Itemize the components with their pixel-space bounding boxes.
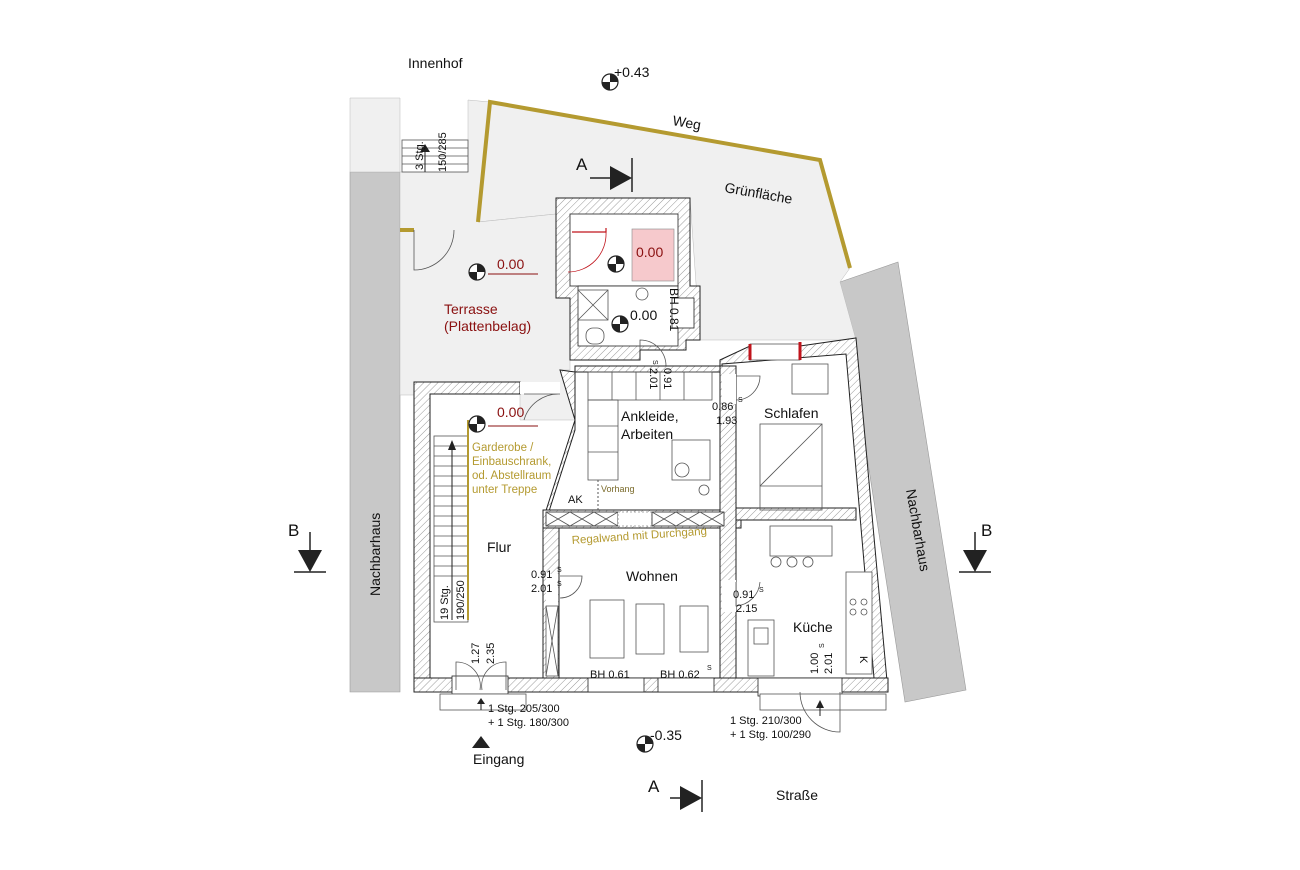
note-regalwand: Regalwand mit Durchgang (571, 526, 707, 547)
level-flur: 0.00 (497, 404, 524, 420)
room-ankleide-1: Ankleide, (621, 408, 679, 424)
top-stairs-ratio: 150/285 (437, 132, 449, 172)
dim-entry-door-h: 2.35 (485, 643, 497, 664)
dim-door-kueche-w: 0.91 (733, 589, 754, 601)
sup-s-kitchen-door: S (819, 643, 826, 648)
level-terrace: 0.00 (497, 256, 524, 272)
section-mark-a-top (590, 158, 633, 192)
eingang-arrow (472, 736, 490, 748)
dim-bath-window: BH 0.81 (667, 288, 681, 332)
level-bath-lower: 0.00 (630, 307, 657, 323)
level-top: +0.43 (614, 64, 650, 80)
dim-kitchen-door-w: 1.00 (809, 653, 821, 674)
dim-steps-kitchen-2: + 1 Stg. 100/290 (730, 729, 811, 741)
note-garderobe-1: Garderobe / (472, 442, 534, 454)
kitchen-exit (759, 691, 887, 733)
section-b-right-label: B (981, 521, 992, 540)
neighbour-house-right (839, 261, 967, 703)
sup-s-wohnen-h: S (557, 581, 562, 588)
level-marker-bath-lower (611, 315, 629, 333)
section-b-left-label: B (288, 521, 299, 540)
level-bath-upper: 0.00 (636, 244, 663, 260)
level-marker-flur (468, 415, 486, 433)
sup-s-window-2: S (707, 665, 712, 672)
room-schlafen: Schlafen (764, 405, 818, 421)
property-boundary (476, 99, 852, 269)
note-garderobe-3: od. Abstellraum (472, 470, 551, 482)
neighbour-house-left (349, 171, 401, 693)
door-kueche (735, 581, 761, 607)
level-marker-bath-upper (607, 255, 625, 273)
section-mark-b-right (959, 532, 991, 573)
flur-stairs-ratio: 190/250 (455, 580, 467, 620)
wardrobe-cabinets (587, 371, 713, 512)
bed (759, 363, 829, 511)
dim-entry-door-w: 1.27 (470, 643, 482, 664)
label-terrasse-1: Terrasse (444, 301, 498, 317)
level-marker-terrace (468, 263, 486, 281)
door-wohnen (559, 575, 583, 599)
sup-s-bath: S (651, 360, 658, 365)
room-wohnen: Wohnen (626, 568, 678, 584)
sup-s-kueche: S (759, 587, 764, 594)
dim-door-bath-w: 0.91 (661, 368, 673, 389)
section-mark-b-left (294, 532, 326, 573)
label-eingang: Eingang (473, 751, 524, 767)
dim-door-wohnen-w: 0.91 (531, 569, 552, 581)
dim-door-bath-h: 2.01 (647, 368, 659, 389)
section-mark-a-bottom (670, 780, 703, 812)
dim-kitchen-door-h: 2.01 (823, 653, 835, 674)
dim-door-schlafen-w: 0.86 (712, 401, 733, 413)
room-ak: AK (568, 494, 583, 506)
dim-window-2: BH 0.62 (660, 669, 700, 681)
sup-s-schlafen: S (738, 397, 743, 404)
flur-stairs (433, 420, 469, 623)
section-a-bottom-label: A (648, 777, 660, 796)
label-terrasse-2: (Plattenbelag) (444, 318, 531, 334)
top-stairs-count: 3 Stg. (414, 141, 426, 170)
dim-door-kueche-h: 2.15 (736, 603, 757, 615)
sup-s-wohnen-w: S (557, 567, 562, 574)
top-stairs (401, 139, 469, 173)
dim-steps-entry-1: 1 Stg. 205/300 (488, 703, 560, 715)
room-ankleide-2: Arbeiten (621, 426, 673, 442)
room-flur: Flur (487, 539, 511, 555)
note-garderobe-2: Einbauschrank, (472, 456, 551, 468)
shelf-wall (545, 511, 725, 527)
dim-steps-kitchen-1: 1 Stg. 210/300 (730, 715, 802, 727)
bathroom-block (555, 197, 701, 367)
note-kitchen-k: K (857, 656, 869, 664)
window-wohnen-2 (657, 677, 715, 693)
note-garderobe-4: unter Treppe (472, 484, 537, 496)
window-wohnen-1 (587, 677, 645, 693)
note-vorhang: Vorhang (601, 484, 635, 494)
entry-door (439, 661, 527, 711)
terrace-gate (413, 229, 455, 271)
label-weg: Weg (671, 112, 702, 133)
label-strasse: Straße (776, 787, 818, 803)
dim-door-wohnen-h: 2.01 (531, 583, 552, 595)
dim-window-1: BH 0.61 (590, 669, 630, 681)
shower-tray (631, 228, 675, 282)
label-innenhof: Innenhof (408, 55, 463, 71)
door-schlafen (735, 375, 761, 401)
dim-steps-entry-2: + 1 Stg. 180/300 (488, 717, 569, 729)
dim-door-schlafen-h: 1.93 (716, 415, 737, 427)
door-flur-terrace (523, 393, 561, 421)
kitchen-furniture (747, 525, 873, 677)
living-furniture (545, 599, 709, 677)
flur-stairs-count: 19 Stg. (439, 585, 451, 620)
room-kueche: Küche (793, 619, 833, 635)
window-schlafen (749, 343, 801, 361)
level-street: -0.35 (650, 727, 682, 743)
section-a-top-label: A (576, 155, 588, 174)
label-nachbarhaus-left: Nachbarhaus (367, 513, 383, 596)
courtyard-strip (349, 97, 401, 173)
